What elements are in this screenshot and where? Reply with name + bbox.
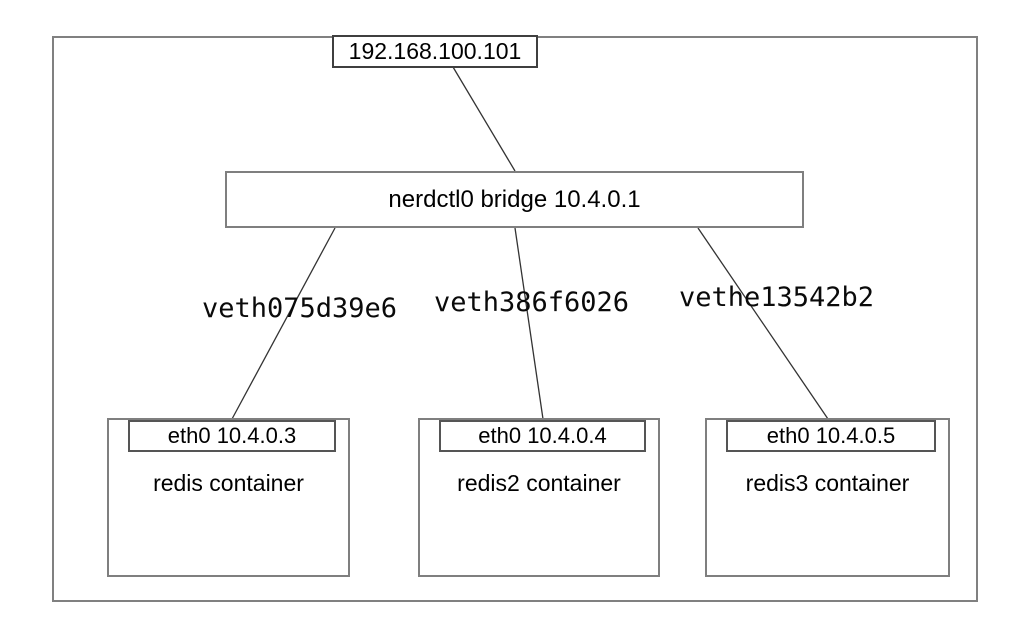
container-name-label: redis2 container (457, 470, 621, 496)
bridge-label: nerdctl0 bridge 10.4.0.1 (388, 185, 641, 213)
veth-label-2: veth386f6026 (434, 287, 630, 318)
eth-interface-box: eth0 10.4.0.4 (439, 420, 646, 452)
container-name-label: redis3 container (745, 470, 910, 496)
eth-interface-box: eth0 10.4.0.3 (128, 420, 336, 452)
host-ip-label: 192.168.100.101 (348, 38, 522, 64)
eth-interface-label: eth0 10.4.0.3 (167, 423, 297, 448)
bridge-node: nerdctl0 bridge 10.4.0.1 (225, 171, 804, 228)
container-node-redis: eth0 10.4.0.3 redis container (107, 418, 350, 577)
host-ip-node: 192.168.100.101 (332, 35, 538, 68)
container-node-redis2: eth0 10.4.0.4 redis2 container (418, 418, 660, 577)
veth-label-1: veth075d39e6 (202, 293, 398, 324)
eth-interface-box: eth0 10.4.0.5 (726, 420, 936, 452)
veth-label-3: vethe13542b2 (679, 282, 875, 313)
container-node-redis3: eth0 10.4.0.5 redis3 container (705, 418, 950, 577)
eth-interface-label: eth0 10.4.0.4 (478, 423, 607, 448)
eth-interface-label: eth0 10.4.0.5 (766, 423, 896, 448)
container-name-label: redis container (153, 470, 304, 496)
